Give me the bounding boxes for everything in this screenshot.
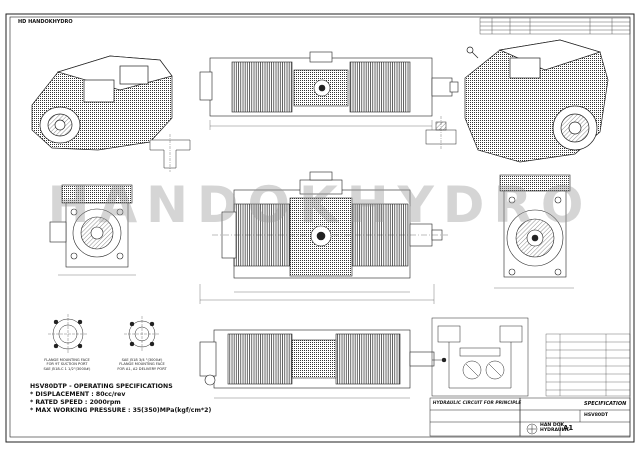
caption-hydraulic-circuit: HYDRAULIC CIRCUIT FOR PRINCIPLE (432, 401, 522, 406)
caption-flange-right: SAE J518 3/4 "(3000#) FLANGE MOUNTING FA… (117, 358, 167, 371)
title-block (429, 397, 631, 437)
title-block-doc-type: SPECIFICATION (584, 401, 627, 407)
hydraulic-circuit-schematic (431, 317, 529, 397)
corner-logo: HD HANDOKHYDRO (18, 19, 73, 25)
pump-front-elevation-top (199, 51, 459, 130)
pump-section-view-main (199, 171, 448, 304)
title-block-size: A1 (563, 424, 574, 432)
pump-plan-view-bottom (199, 329, 435, 399)
spec-displacement: * DISPLACEMENT : 80cc/rev (30, 391, 126, 398)
spec-rated-speed: * RATED SPEED : 2000rpm (30, 399, 121, 406)
spec-max-pressure: * MAX WORKING PRESSURE : 35(350)MPa(kgf/… (30, 407, 212, 414)
title-block-company: HAN DOK HYDRAULIC (540, 423, 570, 433)
pump-side-view-left (49, 184, 136, 276)
detail-view-left (149, 134, 191, 172)
drawing-border (5, 13, 635, 443)
flange-face-view-right (124, 316, 160, 352)
parts-list-table (545, 333, 631, 397)
operating-specifications: HSV80DTP - OPERATING SPECIFICATIONS * DI… (30, 383, 260, 415)
revision-table (479, 17, 631, 35)
flange-face-view-left (48, 314, 88, 354)
detail-view-right (425, 116, 457, 150)
pump-isometric-view-right (464, 39, 609, 163)
caption-flange-left: FLANGE MOUNTING FACE FOR 9T SUCTION PORT… (43, 358, 91, 371)
pump-isometric-view-left (31, 55, 173, 151)
title-block-model: HSV80DT (584, 413, 609, 418)
spec-heading: HSV80DTP - OPERATING SPECIFICATIONS (30, 383, 173, 390)
pump-end-view-right (494, 174, 574, 289)
